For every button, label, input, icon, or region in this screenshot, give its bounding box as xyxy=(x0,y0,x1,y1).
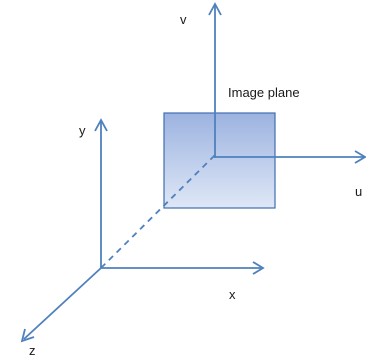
x-axis-arrowhead xyxy=(252,261,265,275)
u-axis-label: u xyxy=(355,184,362,199)
optical-axis-dashed xyxy=(100,154,216,269)
image-plane xyxy=(163,112,276,209)
x-axis-label: x xyxy=(229,287,236,302)
y-axis-arrowhead xyxy=(94,118,108,132)
z-axis xyxy=(23,267,102,340)
z-axis-arrowhead xyxy=(20,328,35,343)
z-axis-label: z xyxy=(29,343,36,358)
v-axis-arrowhead xyxy=(208,2,222,16)
y-axis-label: y xyxy=(79,123,86,138)
u-axis-arrowhead xyxy=(354,150,366,164)
v-axis-label: v xyxy=(180,12,187,27)
image-plane-label: Image plane xyxy=(228,85,300,100)
